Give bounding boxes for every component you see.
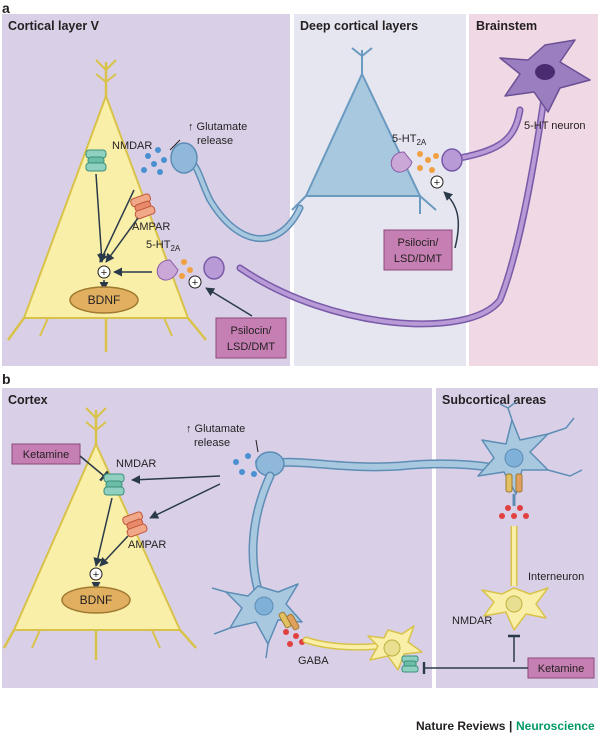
serotonin-vesicles-deep (417, 151, 439, 173)
glutamate-terminal (170, 142, 198, 174)
panel-b-letter: b (2, 371, 11, 387)
ht2a-label-layer-v: 5-HT2A (146, 239, 181, 253)
subcortical-glutamate-neuron (477, 401, 583, 495)
ampar-label: AMPAR (132, 221, 170, 233)
plus-node-b (89, 567, 103, 581)
serotonin-terminal-deep (441, 148, 463, 172)
plus-sign-a: + (101, 267, 107, 279)
footer-section: Neuroscience (516, 719, 595, 733)
psilocin-box-deep (383, 229, 453, 271)
psilocin-box-line2: LSD/DMT (227, 341, 276, 353)
region-label-subcortical: Subcortical areas (442, 393, 546, 407)
ht-neuron-nucleus (535, 64, 555, 80)
cortex-yellow-interneuron (367, 625, 423, 671)
nmdar-receptor-cortex-interneuron (401, 655, 419, 673)
svg-text:+: + (93, 569, 99, 581)
region-label-cortical-layer-v: Cortical layer V (8, 19, 100, 33)
bdnf-label-b: BDNF (80, 593, 113, 607)
ht-neuron-label: 5-HT neuron (524, 120, 586, 132)
glutamate-release-line2: release (197, 135, 233, 147)
region-label-cortex: Cortex (8, 393, 48, 407)
bdnf-node-a (69, 286, 139, 314)
ampar-receptor-cortex (122, 511, 148, 538)
interneuron-label: Interneuron (528, 571, 584, 583)
footer-separator: | (509, 719, 512, 733)
gaba-vesicles-subcortical (499, 505, 529, 519)
ht2a-receptor-layer-v (156, 259, 179, 281)
cortex-pyramidal-neuron (2, 407, 197, 660)
cortex-gaba-receptor (278, 611, 300, 631)
ht2a-label-deep: 5-HT2A (392, 133, 427, 147)
cortex-blue-neuron (211, 583, 303, 659)
svg-text:Psilocin/: Psilocin/ (398, 237, 440, 249)
bdnf-node-b (61, 586, 131, 614)
interneuron-subcortical (481, 587, 549, 631)
svg-text:+: + (192, 277, 198, 289)
region-label-brainstem: Brainstem (476, 19, 537, 33)
plus-node-a (97, 265, 111, 279)
psilocin-box-layer-v (215, 317, 287, 359)
ampar-label-cortex: AMPAR (128, 539, 166, 551)
serotonin-terminal-layer-v (203, 256, 225, 280)
glutamate-release-b-line2: release (194, 437, 230, 449)
ht2a-receptor-deep (390, 151, 413, 173)
ketamine-label-cortex: Ketamine (23, 449, 69, 461)
plus-node-ht-a (188, 275, 202, 289)
gaba-vesicles-cortex (283, 629, 305, 647)
nmdar-label: NMDAR (112, 140, 152, 152)
glutamate-release-line1: ↑ Glutamate (188, 121, 247, 133)
nmdar-receptor-cortex (103, 473, 125, 496)
psilocin-box-line1: Psilocin/ (231, 325, 273, 337)
panel-a-letter: a (2, 0, 10, 16)
ketamine-box-cortex (11, 443, 81, 465)
bdnf-label-a: BDNF (88, 293, 121, 307)
region-label-deep-cortical: Deep cortical layers (300, 19, 418, 33)
ampar-receptor (130, 193, 156, 220)
nmdar-label-subcortical: NMDAR (452, 615, 492, 627)
footer-journal: Nature Reviews (416, 719, 506, 733)
nmdar-label-cortex: NMDAR (116, 458, 156, 470)
glutamate-release-b-line1: ↑ Glutamate (186, 423, 245, 435)
svg-text:+: + (434, 177, 440, 189)
gaba-label: GABA (298, 655, 329, 667)
nmdar-receptor (85, 149, 107, 172)
ht-neuron (499, 39, 591, 113)
serotonin-vesicles-layer-v (179, 259, 193, 279)
subcortical-receptor (505, 473, 523, 493)
ketamine-label-subcortical: Ketamine (538, 663, 584, 675)
glutamate-vesicles (141, 147, 167, 175)
plus-node-deep (430, 175, 444, 189)
svg-text:LSD/DMT: LSD/DMT (394, 253, 443, 265)
